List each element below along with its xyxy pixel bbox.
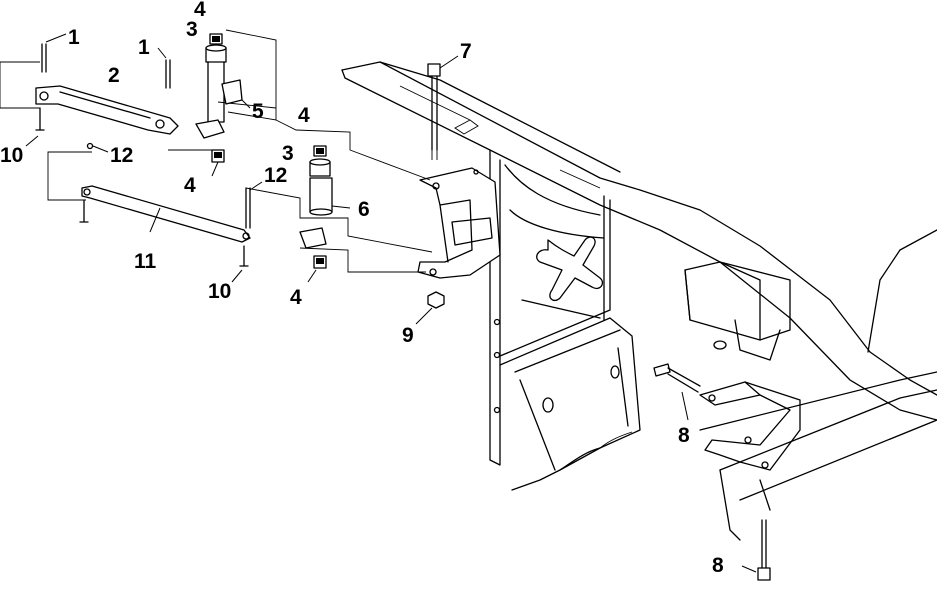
pin-10-upper <box>25 107 45 147</box>
callout-10-top: 10 <box>0 144 23 167</box>
pin-12-right <box>245 181 263 229</box>
pin-1-left <box>41 33 67 73</box>
callout-8-bottom: 8 <box>712 554 724 577</box>
vehicle-frame <box>341 61 937 541</box>
callout-1-right: 1 <box>138 36 150 59</box>
callout-labels: 1 1 2 4 3 5 10 12 4 4 3 12 6 11 10 4 7 9… <box>0 0 724 577</box>
lower-bushing-stack <box>299 145 351 283</box>
bolt-7 <box>427 55 459 160</box>
callout-4-mid: 4 <box>184 174 196 197</box>
callout-5: 5 <box>252 100 264 123</box>
callout-3-top: 3 <box>186 18 198 41</box>
callout-12-left: 12 <box>110 144 133 167</box>
pin-1-right <box>157 47 171 89</box>
callout-7: 7 <box>460 40 472 63</box>
callout-10-bottom: 10 <box>208 280 231 303</box>
callout-11: 11 <box>134 250 157 273</box>
lower-mount-bracket <box>699 381 801 471</box>
upper-bushing-stack <box>195 33 251 177</box>
callout-8-mid: 8 <box>678 424 690 447</box>
bolt-8-lower <box>741 519 771 581</box>
bolt-8-upper <box>653 363 701 421</box>
callout-4-right: 4 <box>298 104 310 127</box>
callout-6: 6 <box>358 198 370 221</box>
callout-1-left: 1 <box>68 26 80 49</box>
tie-rod-11 <box>81 185 251 243</box>
callout-4-bottom: 4 <box>290 286 302 309</box>
assembly-dashed-lines <box>0 29 433 273</box>
callout-9: 9 <box>402 324 414 347</box>
center-bracket <box>417 167 501 279</box>
callout-4-top: 4 <box>194 0 206 21</box>
pin-12-left <box>86 142 109 153</box>
tie-rod-2 <box>35 85 179 135</box>
pin-10-lower <box>231 245 249 283</box>
nut-9 <box>415 291 445 325</box>
callout-3-right: 3 <box>282 142 294 165</box>
callout-12-right: 12 <box>264 164 287 187</box>
callout-2: 2 <box>108 64 120 87</box>
